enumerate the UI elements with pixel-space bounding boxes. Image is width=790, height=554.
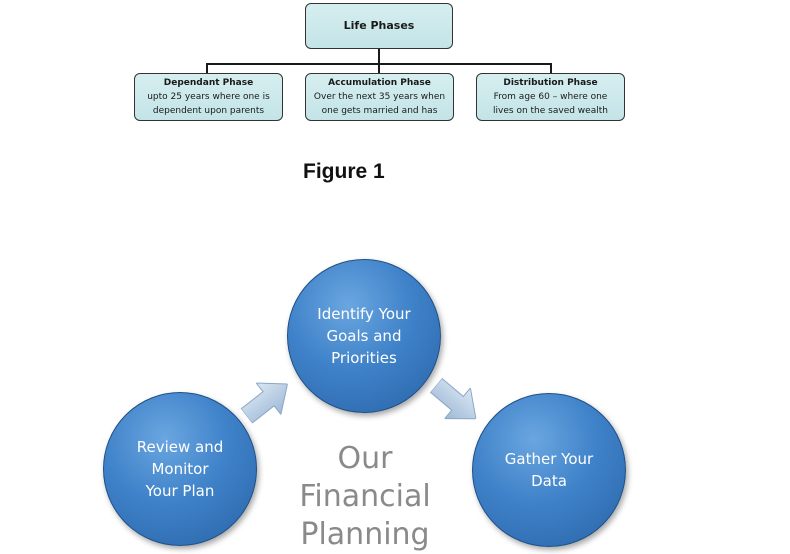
- dependant-phase-line1: upto 25 years where one is: [147, 92, 270, 102]
- figure-caption: Figure 1: [303, 160, 385, 183]
- block-arrow-icon: [429, 377, 477, 420]
- cycle-center-title: Our Financial Planning: [299, 441, 431, 552]
- step-identify-goals: Identify Your Goals and Priorities: [287, 259, 441, 413]
- connector-root-down: [378, 49, 380, 63]
- step-identify-goals-label: Identify Your Goals and Priorities: [317, 305, 411, 367]
- dependant-phase-line2: dependent upon parents: [152, 106, 265, 116]
- accumulation-phase-line1: Over the next 35 years when: [313, 92, 446, 102]
- step-gather-data: Gather Your Data: [472, 393, 626, 547]
- dependant-phase-title: Dependant Phase: [163, 78, 254, 88]
- step-review-monitor: Review and Monitor Your Plan: [103, 392, 257, 546]
- distribution-phase-title: Distribution Phase: [503, 78, 598, 88]
- distribution-phase-line2: lives on the saved wealth: [493, 106, 608, 116]
- connector-left-down: [206, 63, 208, 73]
- distribution-phase-line1: From age 60 – where one: [493, 92, 608, 102]
- block-arrow-icon: [240, 382, 289, 424]
- distribution-phase-box: Distribution Phase From age 60 – where o…: [476, 73, 625, 121]
- step-gather-data-label: Gather Your Data: [504, 450, 594, 490]
- dependant-phase-box: Dependant Phase upto 25 years where one …: [134, 73, 283, 121]
- connector-middle-down: [378, 63, 380, 73]
- step-review-monitor-label: Review and Monitor Your Plan: [136, 438, 224, 500]
- accumulation-phase-title: Accumulation Phase: [328, 78, 431, 88]
- life-phases-root-box: Life Phases: [305, 3, 453, 49]
- accumulation-phase-box: Accumulation Phase Over the next 35 year…: [305, 73, 454, 121]
- connector-right-down: [550, 63, 552, 73]
- accumulation-phase-line2: one gets married and has: [321, 106, 438, 116]
